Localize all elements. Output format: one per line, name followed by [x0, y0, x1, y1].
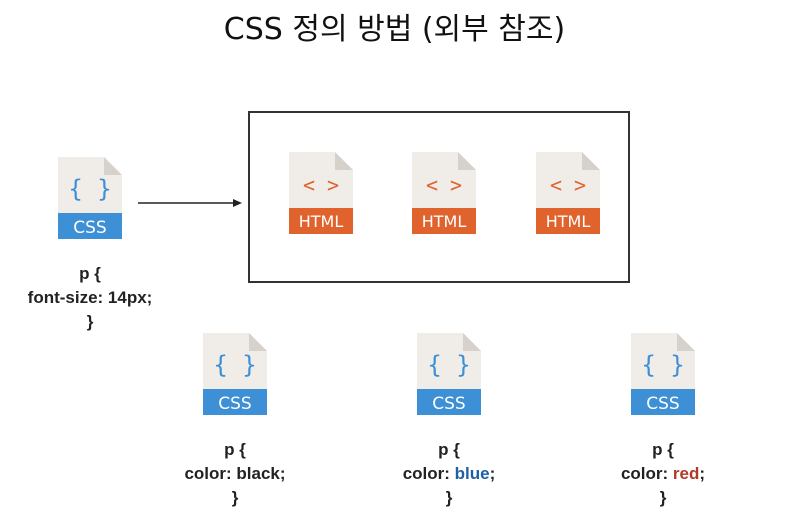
color-value: blue: [454, 464, 490, 483]
html-glyph: < >: [550, 173, 586, 197]
html-file-label: HTML: [422, 212, 467, 231]
rule-close: }: [231, 488, 239, 507]
html-file-label: HTML: [546, 212, 591, 231]
css-file-label: CSS: [432, 394, 465, 414]
css-brace-glyph: { }: [427, 351, 470, 379]
html-file-label: HTML: [299, 212, 344, 231]
css-file-label: CSS: [646, 394, 679, 414]
example-css-rule: p { color: black; }: [155, 438, 315, 510]
css-brace-glyph: { }: [68, 175, 111, 203]
rule-close: }: [86, 312, 94, 331]
arrow-icon: [138, 196, 243, 210]
css-file-icon: { } CSS: [629, 331, 697, 417]
css-file-icon: { } CSS: [415, 331, 483, 417]
rule-declaration: font-size: 14px;: [27, 288, 153, 307]
rule-declaration: color: red;: [620, 464, 706, 483]
html-glyph: < >: [426, 173, 462, 197]
example-css-rule: p { color: blue; }: [369, 438, 529, 510]
rule-close: }: [659, 488, 667, 507]
html-file-icon: < > HTML: [410, 150, 478, 236]
html-glyph: < >: [303, 173, 339, 197]
example-css-rule: p { color: red; }: [583, 438, 743, 510]
color-value: red: [672, 464, 700, 483]
rule-declaration: color: blue;: [402, 464, 496, 483]
rule-close: }: [445, 488, 453, 507]
rule-selector: p {: [224, 440, 246, 459]
rule-selector: p {: [79, 264, 101, 283]
html-files-group: [248, 111, 630, 283]
css-file-icon: { } CSS: [201, 331, 269, 417]
html-file-icon: < > HTML: [534, 150, 602, 236]
rule-selector: p {: [652, 440, 674, 459]
html-file-icon: < > HTML: [287, 150, 355, 236]
css-brace-glyph: { }: [641, 351, 684, 379]
css-brace-glyph: { }: [213, 351, 256, 379]
css-file-icon: { } CSS: [56, 155, 124, 241]
rule-declaration: color: black;: [184, 464, 286, 483]
rule-selector: p {: [438, 440, 460, 459]
main-css-rule: p { font-size: 14px; }: [0, 262, 180, 334]
color-value: black: [236, 464, 280, 483]
css-file-label: CSS: [218, 394, 251, 414]
css-file-label: CSS: [73, 218, 106, 238]
page-title: CSS 정의 방법 (외부 참조): [223, 12, 566, 47]
